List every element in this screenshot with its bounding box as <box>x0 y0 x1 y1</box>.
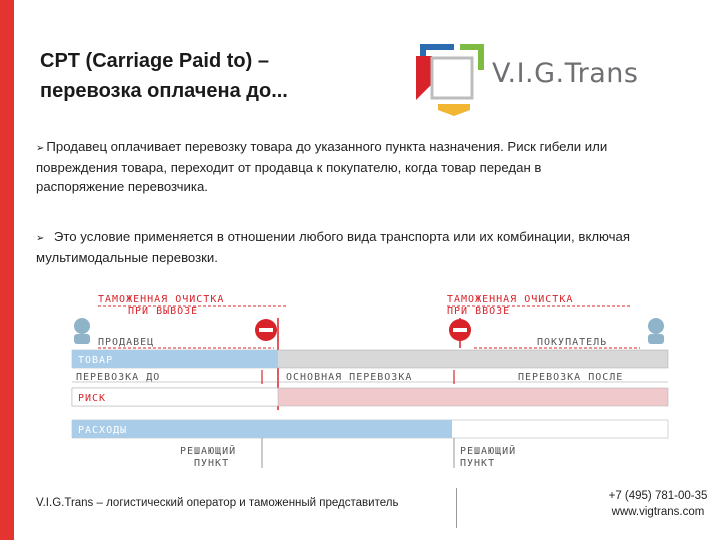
customs-export-label-line2: ПРИ ВЫВОЗЕ <box>128 306 198 317</box>
row-risk-label: РИСК <box>78 393 106 404</box>
customs-import-label-line2: ПРИ ВВОЗЕ <box>447 306 510 317</box>
buyer-label: ПОКУПАТЕЛЬ <box>537 337 607 348</box>
paragraph-2: ➢ Это условие применяется в отношении лю… <box>36 227 630 267</box>
paragraph-2-text: Это условие применяется в отношении любо… <box>36 229 630 265</box>
title-line-1: CPT (Carriage Paid to) – <box>40 50 269 72</box>
footer-company: V.I.G.Trans – логистический оператор и т… <box>36 497 399 509</box>
row-transport-before-label: ПЕРЕВОЗКА ДО <box>76 372 160 383</box>
seller-label: ПРОДАВЕЦ <box>98 337 154 348</box>
decisive-point-right-line1: РЕШАЮЩИЙ <box>460 444 516 457</box>
customs-export-label-line1: ТАМОЖЕННАЯ ОЧИСТКА <box>98 294 224 305</box>
seller-person-icon <box>74 318 90 344</box>
page-title: CPT (Carriage Paid to) – перевозка оплач… <box>40 46 380 106</box>
bullet-icon: ➢ <box>36 143 45 154</box>
decisive-point-left-line2: ПУНКТ <box>194 458 229 469</box>
row-transport-main-label: ОСНОВНАЯ ПЕРЕВОЗКА <box>286 372 412 383</box>
buyer-person-icon <box>648 318 664 344</box>
company-logo: V.I.G.Trans <box>414 40 638 116</box>
logo-text: V.I.G.Trans <box>492 58 639 89</box>
accent-bar <box>0 0 14 540</box>
paragraph-1: ➢Продавец оплачивает перевозку товара до… <box>36 137 630 196</box>
footer-phone: +7 (495) 781-00-35 <box>608 490 708 502</box>
decisive-point-left-line1: РЕШАЮЩИЙ <box>180 444 236 457</box>
row-goods-label: ТОВАР <box>78 355 113 366</box>
customs-stop-icon-import <box>449 319 471 341</box>
footer-website[interactable]: www.vigtrans.com <box>611 506 705 518</box>
logo-mark-icon <box>416 44 484 116</box>
footer-divider <box>456 488 457 528</box>
cpt-diagram: ТАМОЖЕННАЯ ОЧИСТКА ПРИ ВЫВОЗЕ ТАМОЖЕННАЯ… <box>71 294 669 469</box>
paragraph-1-text: Продавец оплачивает перевозку товара до … <box>36 139 608 194</box>
customs-stop-icon-export <box>255 319 277 341</box>
bullet-icon: ➢ <box>36 233 45 244</box>
footer-contacts: +7 (495) 781-00-35 www.vigtrans.com <box>596 488 720 520</box>
row-costs-label: РАСХОДЫ <box>78 425 127 436</box>
row-transport-after-label: ПЕРЕВОЗКА ПОСЛЕ <box>518 372 623 383</box>
decisive-point-right-line2: ПУНКТ <box>460 458 495 469</box>
title-line-2: перевозка оплачена до... <box>40 80 288 102</box>
customs-import-label-line1: ТАМОЖЕННАЯ ОЧИСТКА <box>447 294 573 305</box>
